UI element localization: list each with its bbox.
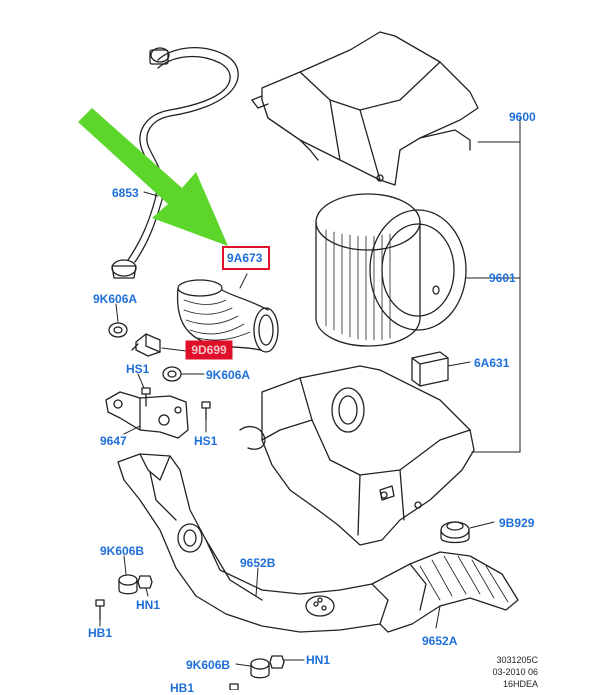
part-label-6853: 6853 (112, 186, 139, 200)
bolt-HB1-left (95, 599, 105, 621)
intake-hose-9A673 (176, 279, 279, 353)
screw-HS1-bot (201, 401, 211, 421)
nut-HN1-bot (269, 655, 285, 669)
part-label-HN1-left: HN1 (136, 598, 161, 612)
intake-duct-9652A (371, 551, 519, 633)
part-label-9A673: 9A673 (227, 251, 263, 265)
part-label-9K606A-mid: 9K606A (206, 368, 251, 382)
part-6A631 (411, 351, 449, 387)
part-label-9601: 9601 (489, 271, 516, 285)
screw-HS1-top (141, 387, 151, 407)
bolt-HB1-bot (229, 683, 239, 690)
clip-9D699 (131, 333, 161, 357)
breather-hose-6853 (111, 47, 239, 279)
intake-duct-9652B (117, 453, 389, 633)
mount-9K606B-left (118, 574, 138, 595)
green-pointer-arrow-icon (78, 108, 228, 246)
part-label-9600: 9600 (509, 110, 536, 124)
bracket-9647 (105, 391, 189, 439)
filter-element-9601 (315, 193, 467, 347)
part-label-9K606B-bot: 9K606B (186, 658, 231, 672)
part-label-9K606A-top: 9K606A (93, 292, 138, 306)
nut-HN1-left (137, 575, 153, 589)
part-label-9652B: 9652B (240, 556, 276, 570)
part-label-HB1-left: HB1 (88, 626, 113, 640)
part-label-HS1-bot: HS1 (194, 434, 218, 448)
part-label-HN1-bot: HN1 (306, 653, 331, 667)
part-label-9B929: 9B929 (499, 516, 535, 530)
grommet-9B929 (440, 521, 470, 544)
part-label-9D699: 9D699 (191, 343, 227, 357)
reference-model: 16HDEA (502, 679, 538, 689)
highlight-box-9D699 (185, 340, 233, 360)
reference-code: 3031205C (496, 655, 538, 665)
reference-date: 03-2010 06 (492, 667, 538, 677)
part-label-9652A: 9652A (422, 634, 458, 648)
part-label-9647: 9647 (100, 434, 127, 448)
leader-lines (99, 117, 521, 667)
part-label-9K606B-left: 9K606B (100, 544, 145, 558)
air-cleaner-cover-9600 (251, 31, 479, 186)
part-label-6A631: 6A631 (474, 356, 510, 370)
washer-9K606A-top (108, 322, 128, 338)
highlight-box-9A673 (222, 246, 270, 270)
part-label-HS1-top: HS1 (126, 362, 150, 376)
air-cleaner-lower-housing (239, 365, 475, 546)
part-label-HB1-bot: HB1 (170, 681, 195, 695)
washer-9K606A-mid (162, 366, 182, 382)
mount-9K606B-bot (250, 658, 270, 679)
